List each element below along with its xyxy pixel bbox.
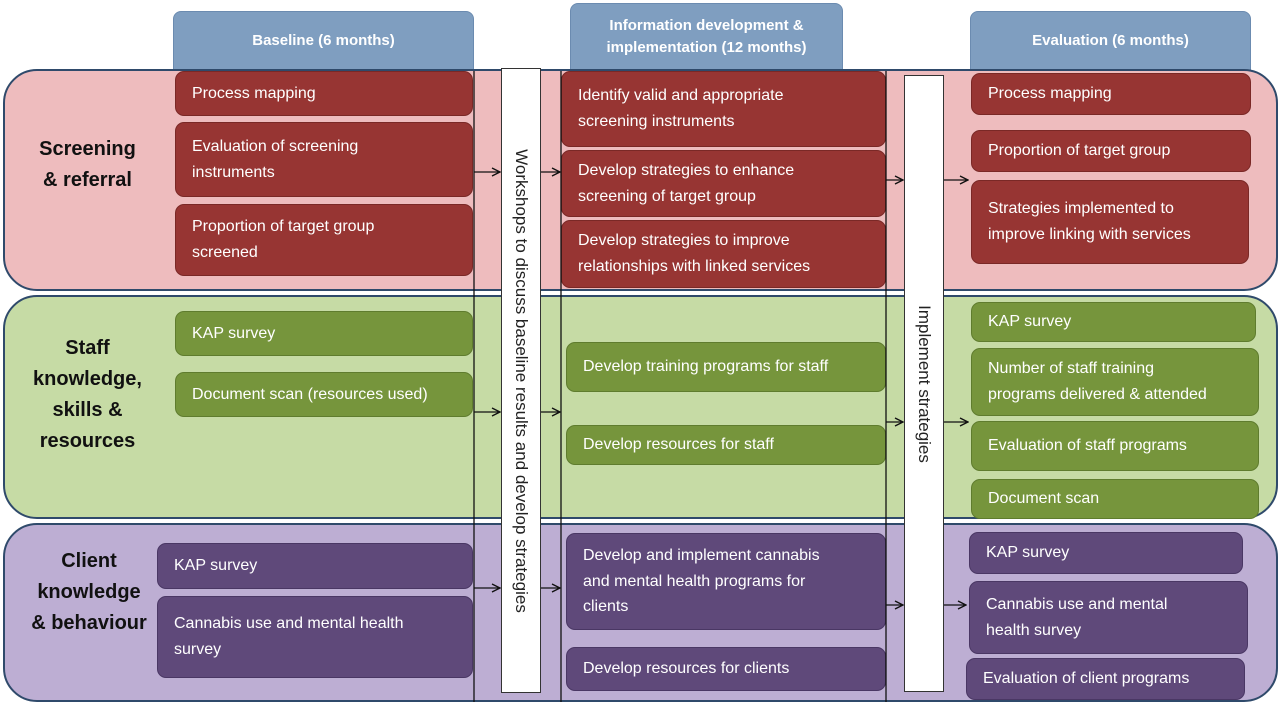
eval-screening-proportion: Proportion of target group <box>971 130 1251 172</box>
dev-staff-resources: Develop resources for staff <box>566 425 886 465</box>
eval-client-evaluation-programs: Evaluation of client programs <box>966 658 1245 700</box>
row-label-screening: Screening & referral <box>39 138 136 191</box>
row-label-staff: Staff knowledge, skills & resources <box>33 336 142 452</box>
workshops-bar: Workshops to discuss baseline results an… <box>501 68 541 693</box>
baseline-staff-document-scan: Document scan (resources used) <box>175 372 473 417</box>
implement-strategies-bar: Implement strategies <box>904 75 944 692</box>
implement-strategies-label: Implement strategies <box>915 304 934 463</box>
baseline-client-kap-survey: KAP survey <box>157 543 473 589</box>
header-baseline: Baseline (6 months) <box>173 11 474 71</box>
row-label-client: Client knowledge & behaviour <box>31 549 147 634</box>
baseline-screening-process-mapping: Process mapping <box>175 71 473 116</box>
baseline-staff-kap-survey: KAP survey <box>175 311 473 356</box>
dev-client-resources: Develop resources for clients <box>566 647 886 691</box>
eval-staff-document-scan: Document scan <box>971 479 1259 519</box>
dev-staff-training-programs: Develop training programs for staff <box>566 342 886 392</box>
header-information-development: Information development & implementation… <box>570 3 843 71</box>
eval-staff-evaluation-programs: Evaluation of staff programs <box>971 421 1259 471</box>
eval-staff-kap-survey: KAP survey <box>971 302 1256 342</box>
header-evaluation: Evaluation (6 months) <box>970 11 1251 71</box>
eval-screening-process-mapping: Process mapping <box>971 73 1251 115</box>
eval-client-kap-survey: KAP survey <box>969 532 1243 574</box>
workshops-label: Workshops to discuss baseline results an… <box>512 148 531 613</box>
